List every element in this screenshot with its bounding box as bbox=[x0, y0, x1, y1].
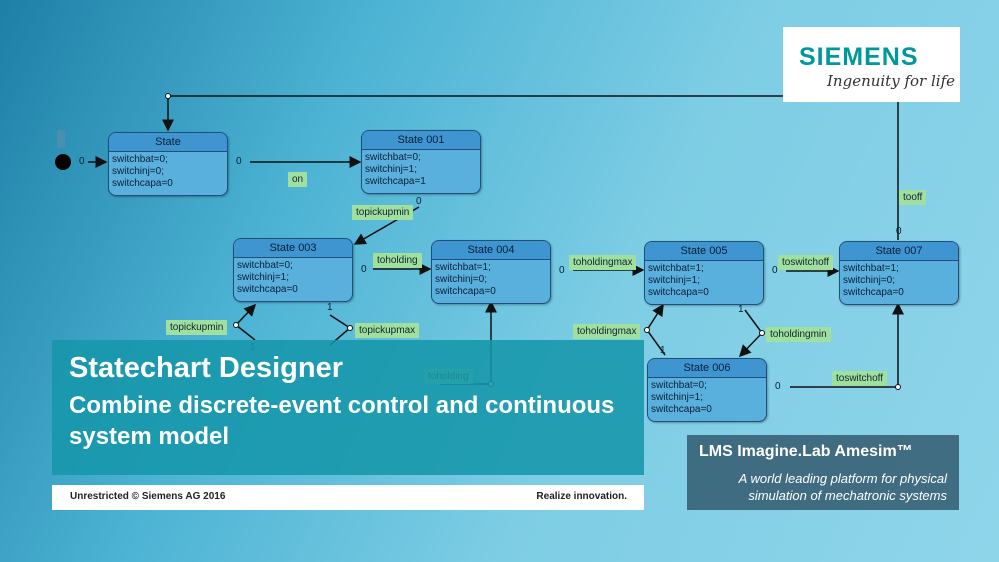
state-action: switchbat=0; bbox=[651, 380, 707, 391]
priority-label: 0 bbox=[772, 265, 778, 276]
transition-label[interactable]: toswitchoff bbox=[778, 255, 834, 270]
priority-label: 0 bbox=[775, 381, 781, 392]
state-name: State 001 bbox=[362, 131, 480, 150]
transition-topickupmin-loop bbox=[234, 303, 257, 341]
state-action: switchinj=1; bbox=[648, 275, 700, 286]
transition-toholdingmin bbox=[738, 309, 763, 358]
transition-label[interactable]: on bbox=[288, 172, 308, 187]
priority-label: 0 bbox=[79, 156, 85, 167]
transition-label[interactable]: toholdingmin bbox=[766, 327, 831, 342]
state-name: State 003 bbox=[234, 239, 352, 258]
slogan-text: Realize innovation. bbox=[536, 491, 627, 502]
state-action: switchinj=0; bbox=[435, 274, 487, 285]
state-name: State 007 bbox=[840, 242, 958, 261]
brand-name: SIEMENS bbox=[799, 43, 919, 71]
transition-label[interactable]: toholdingmax bbox=[569, 255, 637, 270]
priority-label: 0 bbox=[236, 156, 242, 167]
state-action: switchcapa=0 bbox=[112, 178, 173, 189]
slide-title: Statechart Designer bbox=[69, 352, 343, 384]
state-action: switchbat=0; bbox=[112, 154, 168, 165]
priority-label: 0 bbox=[416, 196, 422, 207]
product-box: LMS Imagine.Lab Amesim™ A world leading … bbox=[687, 435, 959, 510]
footer-bar: Unrestricted © Siemens AG 2016 Realize i… bbox=[52, 485, 644, 510]
state-node[interactable]: State 003 switchbat=0; switchinj=1; swit… bbox=[233, 238, 353, 302]
state-node[interactable]: State 006 switchbat=0; switchinj=1; swit… bbox=[647, 358, 767, 422]
state-action: switchcapa=0 bbox=[435, 286, 496, 297]
title-banner: Statechart Designer Combine discrete-eve… bbox=[52, 340, 644, 475]
state-name: State 004 bbox=[432, 241, 550, 260]
state-action: switchbat=1; bbox=[843, 263, 899, 274]
transition-label[interactable]: tooff bbox=[899, 190, 927, 205]
product-name: LMS Imagine.Lab Amesim™ bbox=[699, 443, 913, 460]
transition-label[interactable]: topickupmin bbox=[166, 320, 228, 335]
state-action: switchcapa=0 bbox=[237, 284, 298, 295]
state-action: switchbat=0; bbox=[365, 152, 421, 163]
state-action: switchbat=1; bbox=[435, 262, 491, 273]
transition-tooff bbox=[162, 95, 899, 240]
brand-tagline: Ingenuity for life bbox=[827, 72, 955, 90]
state-node[interactable]: State 007 switchbat=1; switchinj=0; swit… bbox=[839, 241, 959, 305]
state-action: switchcapa=0 bbox=[651, 404, 712, 415]
transition-label[interactable]: toholding bbox=[373, 253, 422, 268]
state-action: switchinj=0; bbox=[843, 275, 895, 286]
state-node[interactable]: State 001 switchbat=0; switchinj=1; swit… bbox=[361, 130, 481, 194]
siemens-logo: SIEMENS Ingenuity for life bbox=[783, 27, 960, 102]
state-node[interactable]: State switchbat=0; switchinj=0; switchca… bbox=[108, 132, 228, 196]
state-node[interactable]: State 005 switchbat=1; switchinj=1; swit… bbox=[644, 241, 764, 305]
transition-label[interactable]: toswitchoff bbox=[832, 371, 888, 386]
state-name: State 006 bbox=[648, 359, 766, 378]
priority-label: 0 bbox=[361, 264, 367, 275]
priority-label: 0 bbox=[896, 226, 902, 237]
state-action: switchinj=0; bbox=[112, 166, 164, 177]
product-description: A world leading platform for physical si… bbox=[738, 471, 947, 503]
initial-state-dot bbox=[55, 154, 71, 170]
state-name: State bbox=[109, 133, 227, 152]
priority-label: 1 bbox=[327, 302, 333, 313]
state-action: switchinj=1; bbox=[237, 272, 289, 283]
state-action: switchcapa=1 bbox=[365, 176, 426, 187]
state-action: switchcapa=0 bbox=[648, 287, 709, 298]
priority-label: 1 bbox=[660, 345, 666, 356]
transition-label[interactable]: toholdingmax bbox=[573, 324, 641, 339]
state-action: switchinj=1; bbox=[651, 392, 703, 403]
state-action: switchbat=1; bbox=[648, 263, 704, 274]
slide-subtitle: Combine discrete-event control and conti… bbox=[69, 392, 615, 450]
state-action: switchinj=1; bbox=[365, 164, 417, 175]
state-name: State 005 bbox=[645, 242, 763, 261]
transition-label[interactable]: topickupmax bbox=[355, 323, 420, 338]
state-action: switchcapa=0 bbox=[843, 287, 904, 298]
priority-label: 1 bbox=[738, 304, 744, 315]
scroll-indicator bbox=[57, 130, 65, 148]
state-node[interactable]: State 004 switchbat=1; switchinj=0; swit… bbox=[431, 240, 551, 304]
transition-label[interactable]: topickupmin bbox=[352, 205, 414, 220]
priority-label: 0 bbox=[559, 265, 565, 276]
copyright-text: Unrestricted © Siemens AG 2016 bbox=[70, 491, 226, 502]
state-action: switchbat=0; bbox=[237, 260, 293, 271]
